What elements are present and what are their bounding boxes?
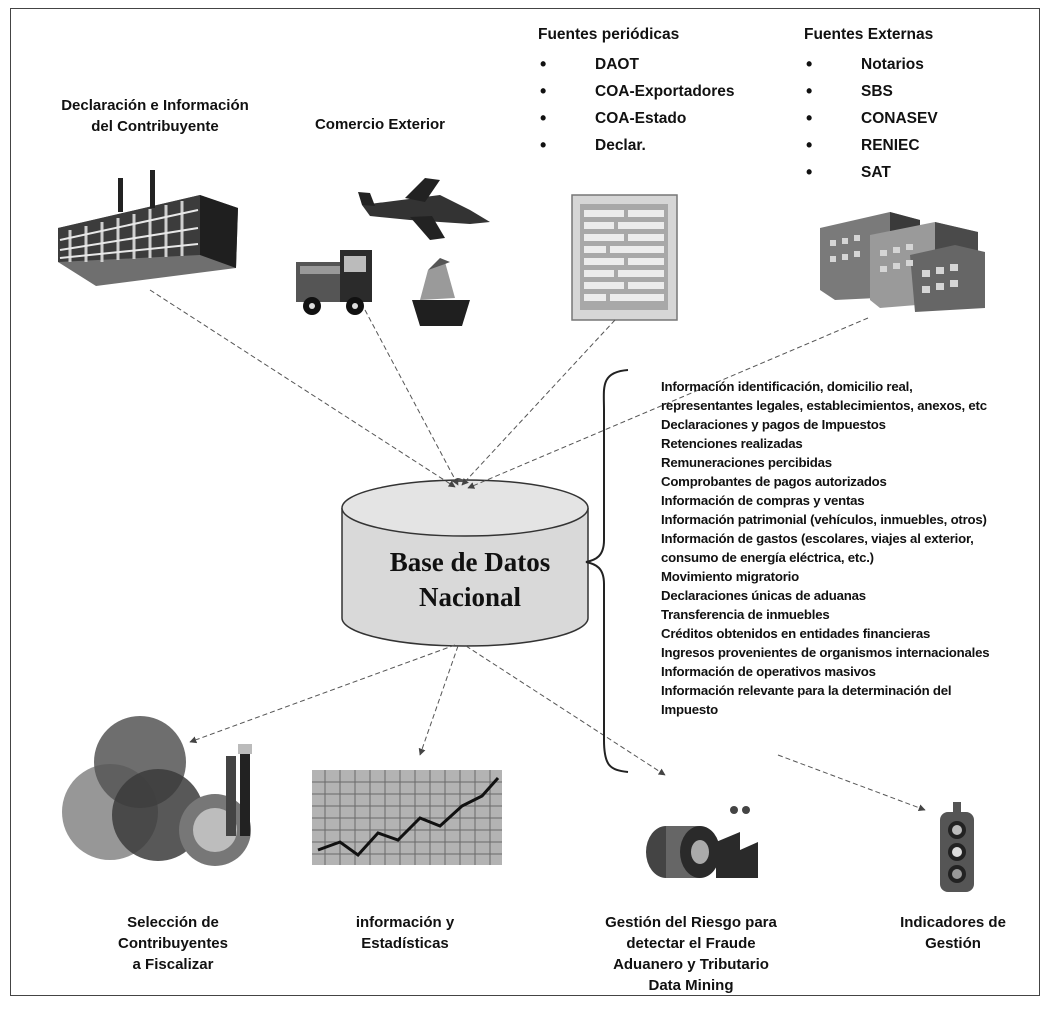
output-indicadores-line: Indicadores de — [900, 914, 1006, 931]
list-item: Información de operativos masivos — [661, 664, 876, 679]
source-comercio-label: Comercio Exterior — [314, 116, 446, 133]
output-informacion-line: información y — [355, 914, 455, 931]
list-item: Declar. — [537, 132, 735, 159]
fuentes-externas-title: Fuentes Externas — [804, 26, 934, 43]
output-gestion-line: detectar el Fraude — [626, 935, 756, 952]
output-seleccion-line: Contribuyentes — [117, 935, 228, 952]
list-item: Información relevante para la determinac… — [661, 683, 952, 698]
list-item: Información de compras y ventas — [661, 493, 865, 508]
output-gestion-line: Gestión del Riesgo para — [605, 914, 777, 931]
city-buildings-icon — [820, 212, 985, 312]
list-item: Créditos obtenidos en entidades financie… — [661, 626, 931, 641]
output-gestion-line: Data Mining — [648, 977, 734, 994]
output-indicadores-line: Gestión — [925, 935, 981, 952]
fuentes-periodicas-title: Fuentes periódicas — [538, 26, 680, 43]
list-item: Información identificación, domicilio re… — [661, 379, 913, 394]
list-item: SBS — [803, 78, 938, 105]
list-item: CONASEV — [803, 105, 938, 132]
output-seleccion-line: Selección de — [127, 914, 219, 931]
list-item: Información patrimonial (vehículos, inmu… — [661, 512, 987, 527]
list-item: SAT — [803, 159, 938, 186]
list-item: Impuesto — [661, 702, 719, 717]
output-informacion-line: Estadísticas — [361, 935, 449, 952]
info-brace — [585, 369, 629, 773]
source-contribuyente-label: Declaración e Información del Contribuye… — [61, 97, 249, 135]
stats-chart-icon — [312, 770, 502, 865]
list-item: Declaraciones únicas de aduanas — [661, 588, 866, 603]
database-cylinder — [341, 479, 589, 647]
list-item: DAOT — [537, 51, 735, 78]
list-item: Remuneraciones percibidas — [661, 455, 832, 470]
output-indicadores-label: Indicadores de Gestión — [868, 912, 1038, 954]
output-informacion-label: información y Estadísticas — [320, 912, 490, 954]
list-item: Retenciones realizadas — [661, 436, 803, 451]
office-building-icon — [58, 170, 238, 286]
list-item: RENIEC — [803, 132, 938, 159]
list-item: Comprobantes de pagos autorizados — [661, 474, 887, 489]
trade-vehicles-icon — [296, 178, 490, 326]
database-label-line2: Nacional — [418, 582, 521, 612]
fuentes-externas-list: Notarios SBS CONASEV RENIEC SAT — [803, 51, 938, 186]
database-label-line1: Base de Datos — [389, 547, 551, 577]
list-item: Declaraciones y pagos de Impuestos — [661, 417, 886, 432]
list-item: consumo de energía eléctrica, etc.) — [661, 550, 874, 565]
list-item: Ingresos provenientes de organismos inte… — [661, 645, 990, 660]
machinery-icon — [646, 806, 758, 878]
info-list: Información identificación, domicilio re… — [661, 377, 1046, 719]
document-icon — [571, 194, 678, 321]
fuentes-periodicas-list: DAOT COA-Exportadores COA-Estado Declar. — [537, 51, 735, 159]
output-connectors — [189, 644, 926, 812]
list-item: Notarios — [803, 51, 938, 78]
output-seleccion-label: Selección de Contribuyentes a Fiscalizar — [88, 912, 258, 975]
output-gestion-line: Aduanero y Tributario — [613, 956, 769, 973]
output-gestion-riesgo-label: Gestión del Riesgo para detectar el Frau… — [576, 912, 806, 996]
diagram-frame — [10, 8, 1040, 996]
input-connectors — [149, 289, 869, 489]
output-seleccion-line: a Fiscalizar — [132, 956, 214, 973]
venn-lab-icon — [62, 716, 252, 866]
list-item: representantes legales, establecimientos… — [661, 398, 987, 413]
list-item: COA-Estado — [537, 105, 735, 132]
traffic-light-icon — [940, 802, 974, 892]
list-item: COA-Exportadores — [537, 78, 735, 105]
database-label: Base de Datos Nacional — [345, 545, 595, 615]
list-item: Movimiento migratorio — [661, 569, 799, 584]
list-item: Transferencia de inmuebles — [661, 607, 830, 622]
list-item: Información de gastos (escolares, viajes… — [661, 531, 974, 546]
